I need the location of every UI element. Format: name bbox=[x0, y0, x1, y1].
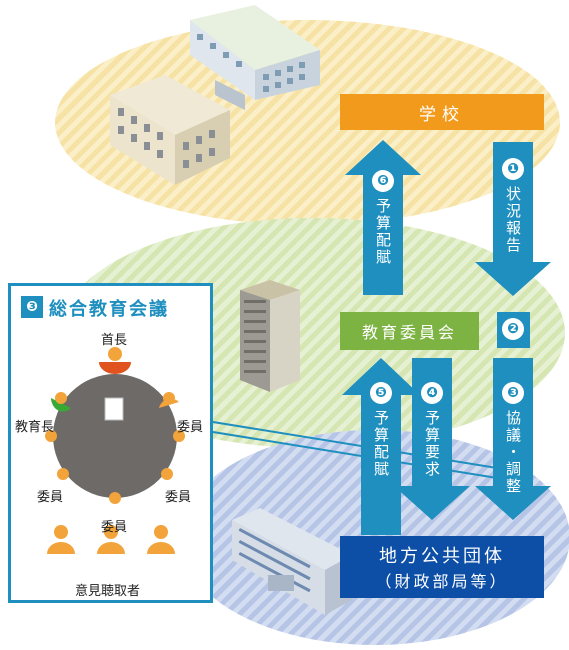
mayor-label: 首長 bbox=[101, 333, 128, 348]
arrow-1-down bbox=[475, 142, 551, 296]
member-label-right-top: 委員 bbox=[177, 420, 204, 435]
board-box: 教育委員会 bbox=[340, 312, 479, 350]
general-education-council-panel: ❸ 総合教育会議 首長 教育長 委員 委員 委員 委員 意見 bbox=[8, 283, 213, 603]
arrow-3-down bbox=[475, 358, 551, 520]
government-sublabel: （財政部局等） bbox=[375, 572, 509, 591]
arrow-4-down bbox=[394, 358, 470, 520]
panel-number-badge: ❸ bbox=[21, 296, 43, 318]
step-4-text: 予算要求 bbox=[423, 410, 441, 478]
arrow-6-up bbox=[345, 140, 421, 295]
hearing-label: 意見聴取者 bbox=[75, 584, 141, 599]
superintendent-label: 教育長 bbox=[15, 420, 55, 435]
school-box: 学校 bbox=[340, 94, 544, 130]
step-5-number: ❺ bbox=[370, 382, 392, 404]
member-label-bottom: 委員 bbox=[101, 520, 128, 535]
member-label-right-bottom: 委員 bbox=[165, 490, 192, 505]
panel-number: ❸ bbox=[26, 299, 38, 315]
government-box: 地方公共団体 （財政部局等） bbox=[340, 536, 544, 598]
government-label: 地方公共団体 bbox=[379, 546, 505, 567]
board-label: 教育委員会 bbox=[361, 323, 457, 342]
step-6-text: 予算配賦 bbox=[374, 198, 392, 266]
step-4-number: ❹ bbox=[421, 382, 443, 404]
member-label-left-bottom: 委員 bbox=[37, 490, 64, 505]
school-label: 学校 bbox=[419, 104, 465, 125]
step-2-number: ❷ bbox=[502, 318, 524, 340]
step-3-text: 協議・調整 bbox=[504, 410, 522, 495]
meeting-table-illustration bbox=[45, 347, 185, 554]
step-6-number: ❻ bbox=[372, 170, 394, 192]
panel-title: 総合教育会議 bbox=[49, 299, 169, 320]
step-1-number: ❶ bbox=[502, 158, 524, 180]
step-3-number: ❸ bbox=[502, 382, 524, 404]
step-5-text: 予算配賦 bbox=[372, 410, 390, 478]
step-1-text: 状況報告 bbox=[504, 186, 522, 254]
